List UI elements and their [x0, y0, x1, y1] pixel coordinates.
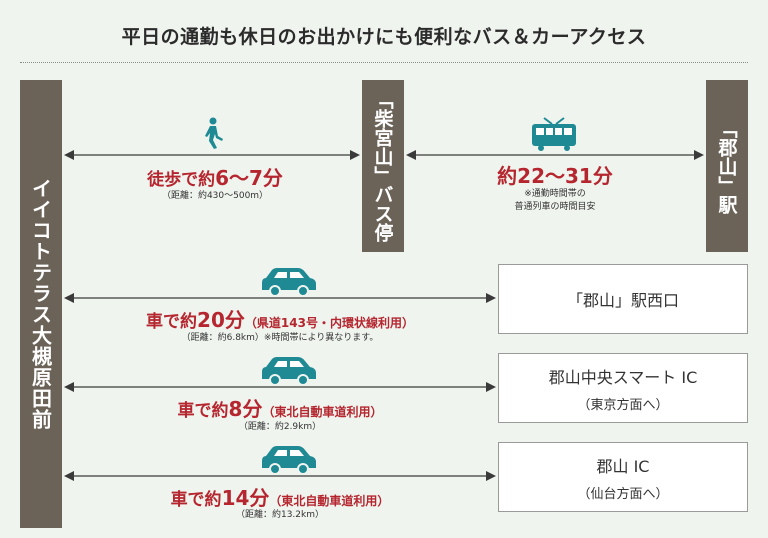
destination-direction: （仙台方面へ） [577, 486, 669, 502]
route-prefix: 車で約 [170, 490, 222, 510]
train-time: 約22〜31分 [497, 164, 613, 188]
bus-stop-label: 「柴宮山」バス停 [362, 80, 404, 252]
route-road: （県道143号・内環状線利用） [244, 316, 414, 330]
route-note: （距離：約2.9km） [238, 422, 322, 432]
route-prefix: 車で約 [177, 401, 229, 421]
route-time: 20分 [197, 308, 245, 332]
destination-name: 郡山 IC [596, 456, 650, 476]
car-icon [262, 268, 316, 297]
walk-prefix: 徒歩で約 [147, 170, 216, 190]
origin-label: イイコトテラス大槻原田前 [20, 80, 62, 528]
train-icon [532, 117, 576, 151]
route-note: （距離：約13.2km） [235, 510, 325, 520]
walk-time: 6〜7分 [215, 166, 283, 190]
divider [20, 62, 748, 63]
route-label: 車で約8分（東北自動車道利用） [100, 393, 460, 422]
route-time: 14分 [221, 486, 270, 510]
destination-name: 郡山中央スマート IC [548, 367, 698, 387]
route-road: （東北自動車道利用） [262, 405, 383, 419]
walking-person-icon [205, 117, 223, 149]
destination-box: 「郡山」駅西口 [498, 264, 748, 334]
car-icon [262, 446, 316, 475]
destination-direction: （東京方面へ） [577, 397, 669, 413]
route-prefix: 車で約 [146, 312, 198, 332]
walk-note: （距離：約430〜500m） [161, 191, 269, 201]
route-label: 車で約14分（東北自動車道利用） [100, 482, 460, 511]
route-note: （距離：約6.8km）※時間帯により異なります。 [181, 333, 379, 343]
walk-label: 徒歩で約6〜7分 [130, 162, 300, 191]
route-label: 車で約20分（県道143号・内環状線利用） [100, 304, 460, 333]
train-note-1: ※通勤時間帯の [524, 189, 586, 199]
destination-name: 「郡山」駅西口 [566, 291, 679, 310]
car-icon [262, 357, 316, 386]
destination-box: 郡山 IC （仙台方面へ） [498, 442, 748, 512]
destination-box: 郡山中央スマート IC （東京方面へ） [498, 353, 748, 423]
route-time: 8分 [228, 397, 263, 421]
page-title: 平日の通勤も休日のお出かけにも便利なバス＆カーアクセス [121, 26, 647, 48]
train-note-2: 普通列車の時間目安 [514, 202, 596, 212]
route-road: （東北自動車道利用） [269, 494, 390, 508]
station-label: 「郡山」駅 [706, 80, 748, 252]
